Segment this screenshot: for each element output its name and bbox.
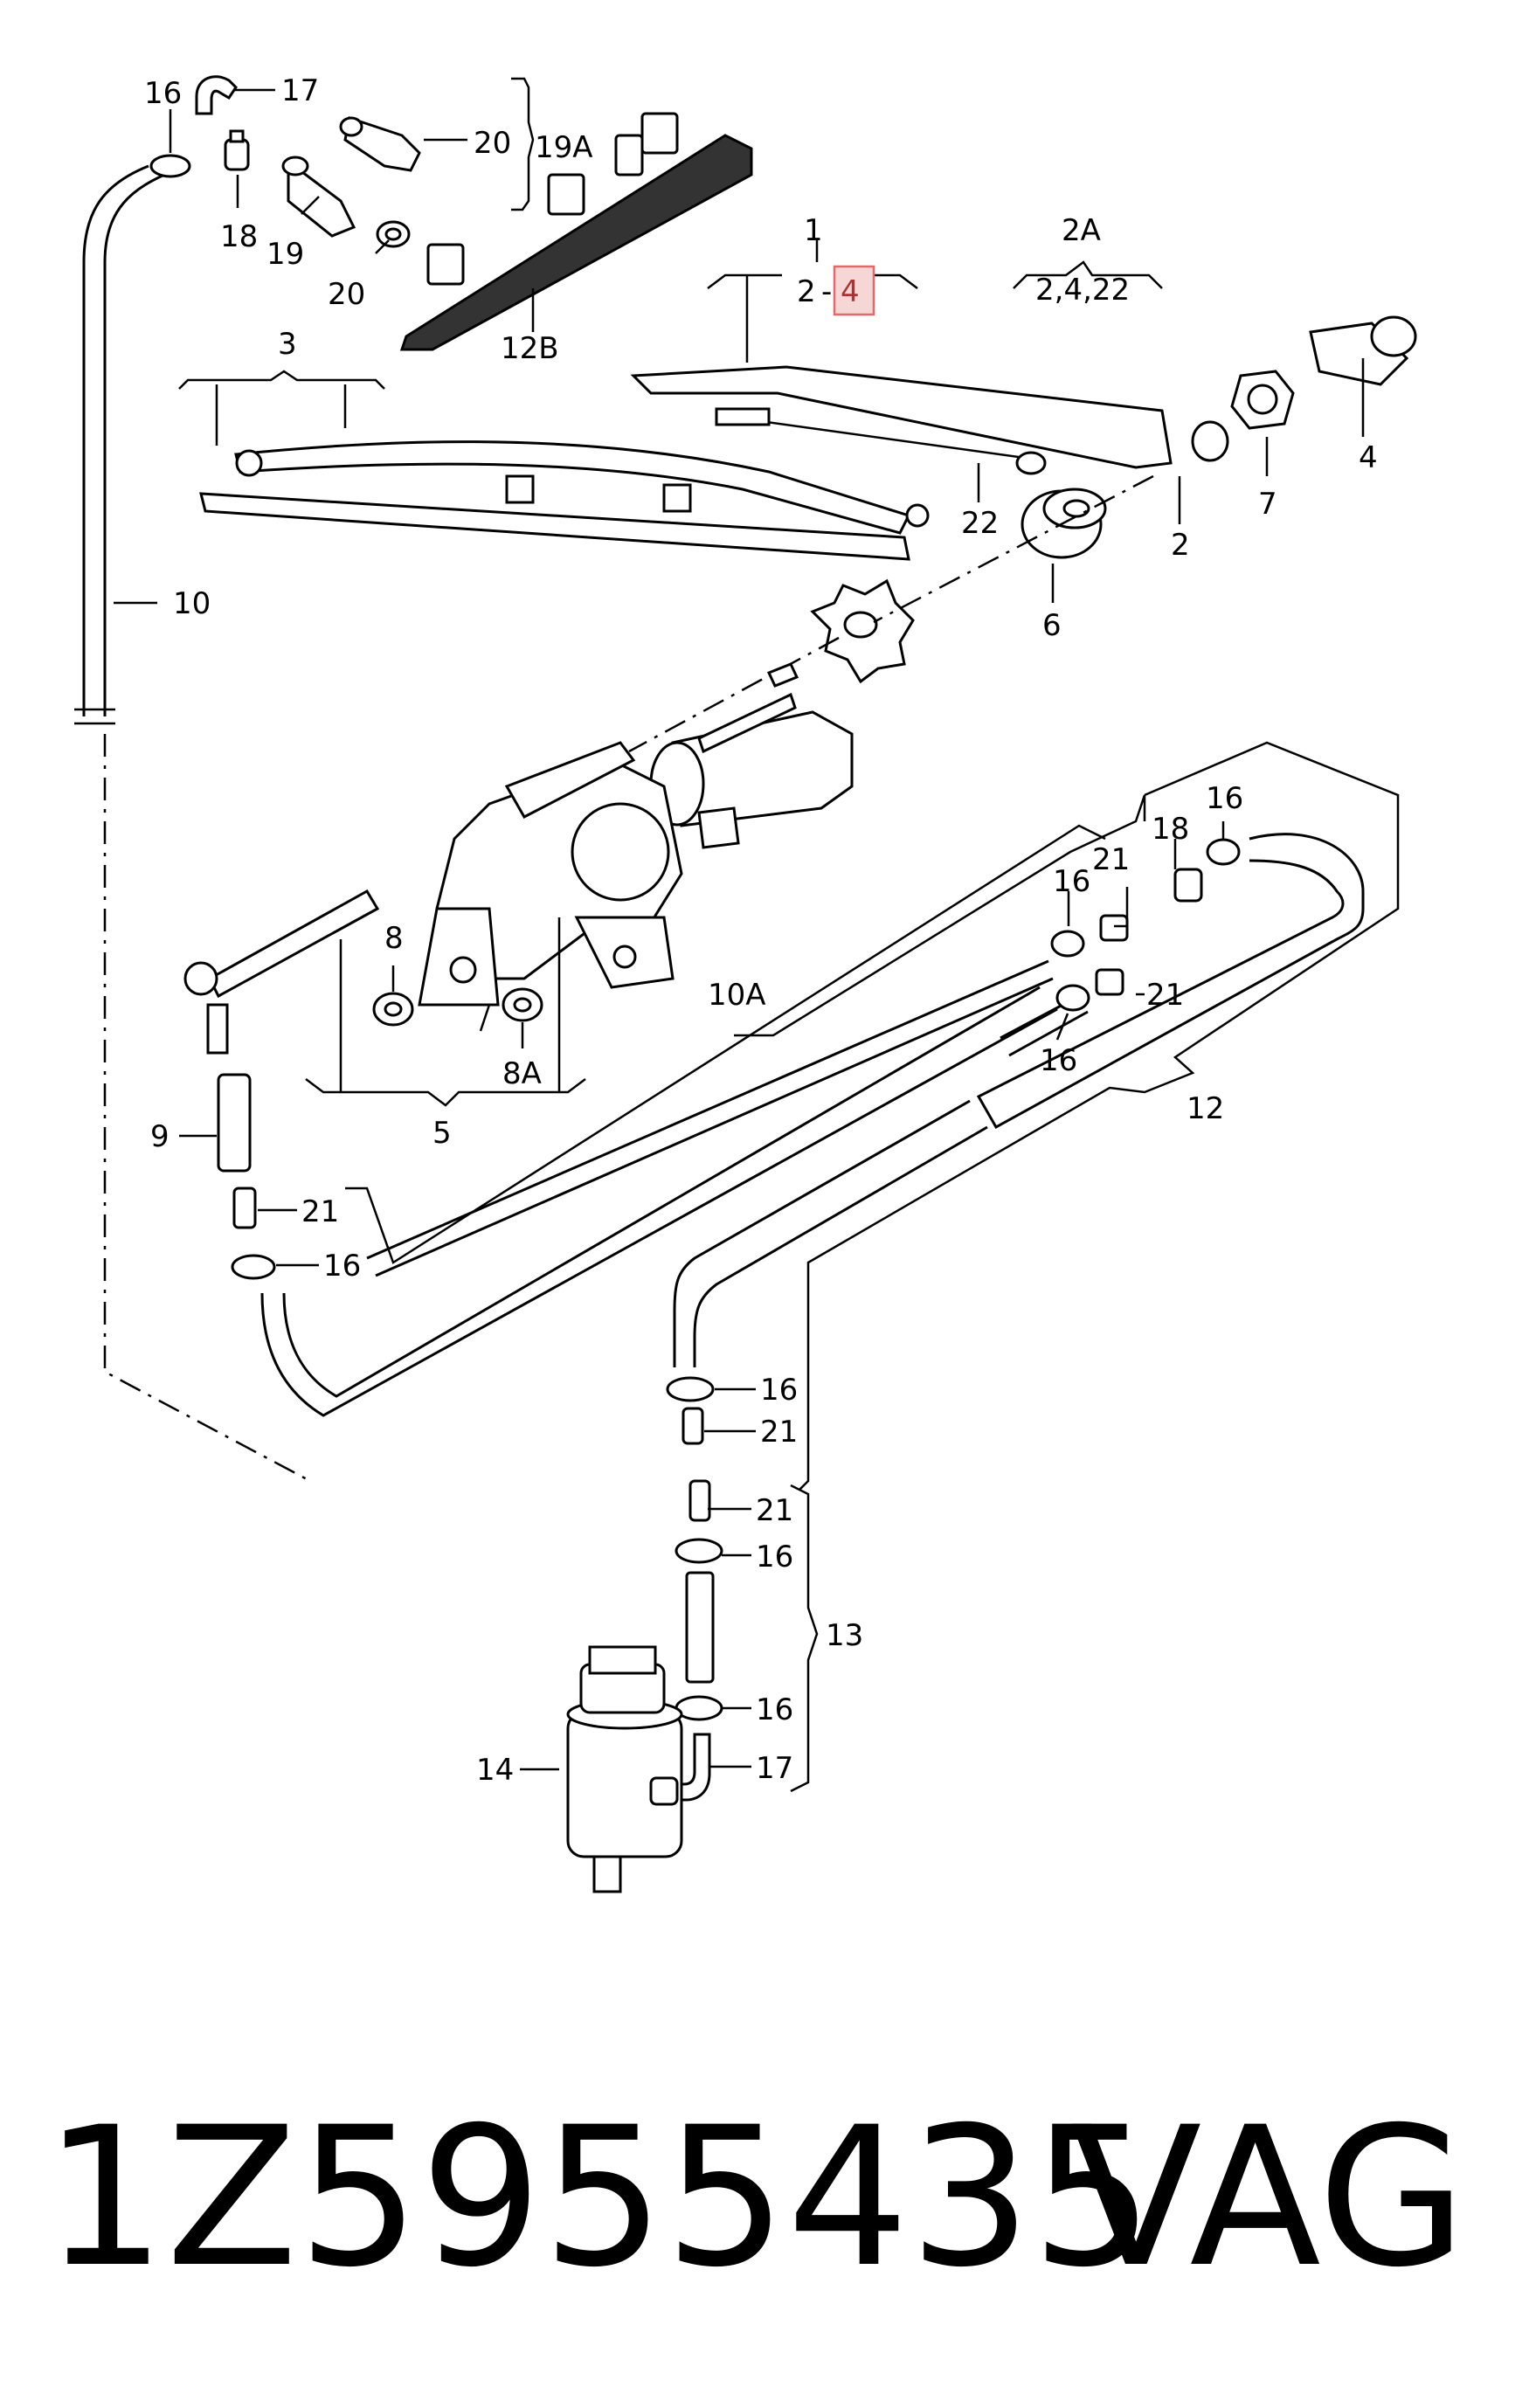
motor-shaft — [697, 662, 799, 754]
callout-16: 16 — [1206, 781, 1243, 816]
callout-22: 22 — [961, 506, 999, 541]
callout-16: 16 — [1053, 864, 1090, 899]
callout-16: 16 — [760, 1373, 798, 1408]
jet-19 — [281, 156, 356, 238]
callout-3: 3 — [278, 327, 297, 362]
brand-name: VAG — [1070, 2086, 1467, 2309]
callout-7: 7 — [1258, 487, 1277, 522]
hose-10A — [366, 959, 1054, 1277]
bush-8A — [502, 987, 543, 1022]
callout-19A: 19A — [535, 130, 593, 165]
callout-20: 20 — [474, 126, 511, 161]
callout-18: 18 — [220, 219, 258, 254]
wiper-blade-3 — [199, 440, 930, 561]
nozzle-strip-12B — [399, 112, 753, 351]
callout-4: 4 — [1359, 440, 1378, 475]
callout-6: 6 — [1042, 608, 1062, 643]
wiper-arm-1 — [630, 365, 1229, 475]
callout-1: 1 — [804, 213, 823, 248]
callout-21: 21 — [760, 1415, 798, 1450]
hose-10 — [74, 164, 176, 725]
clamp-16-b3 — [675, 1695, 723, 1721]
clamp-16-b1 — [666, 1376, 715, 1402]
dash-axis-arm — [628, 474, 1154, 753]
callout-12B: 12B — [501, 331, 559, 366]
callout-2A: 2A — [1062, 213, 1101, 248]
callout-18: 18 — [1152, 812, 1189, 847]
seal-star — [810, 578, 915, 684]
highlight-box — [833, 265, 875, 316]
clamp-16-left — [231, 1254, 276, 1280]
pump-14 — [566, 1645, 683, 1893]
tube-left — [183, 889, 380, 1055]
wiper-washer-exploded-diagram: 16 17 20 19A 18 19 20 12B 1 2 - 4 2A 2,4… — [74, 73, 1417, 1893]
callout-21: 21 — [1146, 978, 1184, 1013]
callout-16: 16 — [1040, 1043, 1077, 1078]
callout-17: 17 — [281, 73, 319, 108]
clamp-16-b2 — [675, 1538, 723, 1564]
footer-caption: 1Z5955435 VAG — [44, 2097, 1494, 2298]
connector-21-b1 — [682, 1407, 704, 1445]
plug-20 — [339, 116, 421, 172]
cap-4 — [1309, 315, 1417, 386]
callout-9: 9 — [150, 1119, 170, 1154]
hose-left-lower — [260, 986, 1058, 1417]
connector-18-right — [1173, 868, 1203, 903]
elbow-17-top — [195, 75, 238, 115]
leader-lines — [114, 77, 1400, 1793]
clamp-16-top — [149, 154, 191, 178]
callout-16: 16 — [756, 1540, 793, 1574]
callout-10A: 10A — [708, 978, 766, 1013]
part-number: 1Z5955435 — [44, 2086, 1154, 2309]
callout-2: 2 — [1171, 528, 1190, 563]
callout-14: 14 — [476, 1753, 514, 1788]
callout-10: 10 — [173, 586, 211, 621]
clamp-16-top-right — [1206, 838, 1241, 866]
callout-21: 21 — [756, 1493, 793, 1528]
callout-8: 8 — [384, 921, 404, 956]
hose-9 — [217, 1073, 252, 1173]
callout-21: 21 — [301, 1194, 339, 1229]
callout-21: 21 — [1092, 842, 1130, 877]
hose-13 — [685, 1571, 715, 1684]
clamp-16-right-a — [1050, 930, 1085, 958]
nut-7 — [1230, 370, 1295, 430]
connector-21-left — [232, 1187, 257, 1229]
callout-16: 16 — [323, 1249, 361, 1284]
washer-20 — [376, 220, 411, 248]
callout-labels: 16 17 20 19A 18 19 20 12B 1 2 - 4 2A 2,4… — [144, 73, 1378, 1788]
callout-17: 17 — [756, 1751, 793, 1786]
callout-16: 16 — [144, 76, 182, 111]
clamp-16-right-b — [1055, 984, 1090, 1012]
callout-4-highlighted: 4 — [841, 274, 860, 309]
bush-8 — [372, 992, 414, 1027]
callout-dash: - — [821, 274, 832, 309]
dash-line-left — [103, 734, 311, 1483]
connector-21-right-b — [1095, 968, 1124, 996]
callout-16: 16 — [756, 1692, 793, 1727]
callout-8A: 8A — [502, 1056, 542, 1091]
connector-21-b2 — [688, 1479, 711, 1522]
callout-19: 19 — [266, 237, 304, 272]
callout-20: 20 — [328, 277, 365, 312]
callout-2: 2 — [797, 274, 816, 309]
callout-5: 5 — [432, 1116, 452, 1151]
callout-12: 12 — [1187, 1091, 1224, 1126]
callout-2A-sub: 2,4,22 — [1035, 273, 1130, 308]
hose-12 — [673, 833, 1365, 1367]
connector-21-right-a — [1099, 914, 1129, 942]
callout-13: 13 — [826, 1618, 863, 1653]
wiper-motor-5 — [418, 710, 854, 1007]
connector-18-top — [224, 129, 250, 171]
